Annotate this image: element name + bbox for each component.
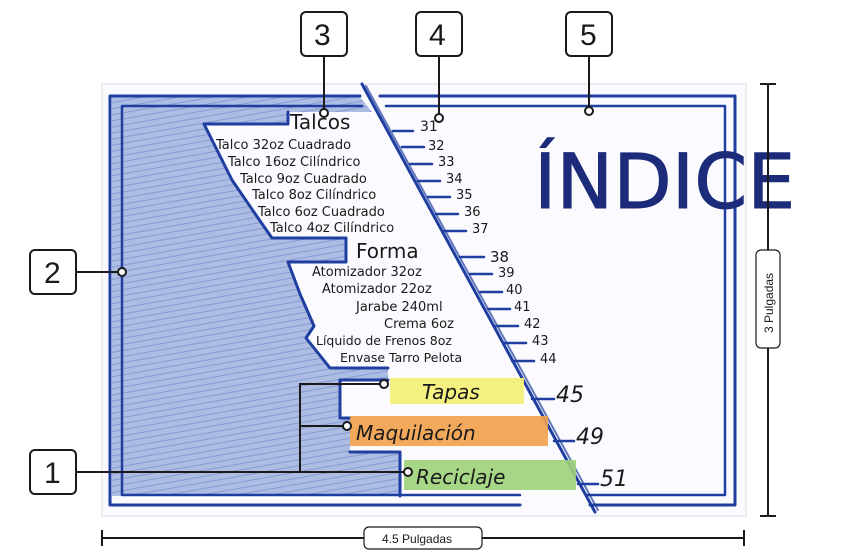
card-border [108,94,737,507]
leader-lines [76,56,590,473]
tab-maquilacion-bg [350,416,548,446]
list-item: Talco 32oz Cuadrado [215,138,351,153]
width-label: 4.5 Pulgadas [382,532,452,546]
list-item: Jarabe 240ml [355,300,443,315]
page-number: 45 [556,383,584,408]
callout-5: 5 [565,11,613,57]
svg-text:1: 1 [44,457,61,490]
page-number: 32 [428,139,445,154]
list-item: Talco 4oz Cilíndrico [269,221,394,236]
list-item: Atomizador 22oz [322,282,432,297]
page-number: 36 [464,205,481,220]
page-number: 31 [420,119,438,135]
page-number: 34 [446,172,463,187]
card-title: ÍNDICE [534,137,795,226]
page-number: 40 [506,283,523,298]
list-item: Talco 9oz Cuadrado [239,172,367,187]
diagonal-edge-inner [365,85,599,511]
page-number: 51 [600,467,628,492]
svg-text:3: 3 [314,19,331,52]
svg-text:4: 4 [429,19,446,52]
leader-dots [117,106,594,477]
tab-label-reciclaje: Reciclaje [416,465,505,489]
page-number: 49 [576,425,604,450]
list-item: Talco 8oz Cilíndrico [251,188,376,203]
callout-2: 2 [29,249,77,295]
page-number: 39 [498,266,515,281]
svg-text:5: 5 [580,19,597,52]
page-number: 35 [456,188,473,203]
height-label: 3 Pulgadas [762,273,776,333]
svg-text:2: 2 [44,257,61,290]
stepped-outline [202,110,402,498]
list-item: Talco 16oz Cilíndrico [227,155,361,170]
callout-3: 3 [300,11,348,57]
list-item: Atomizador 32oz [312,265,422,280]
height-dimension: 3 Pulgadas [755,83,781,517]
section-heading-forma: Forma [356,239,419,263]
list-item: Líquido de Frenos 8oz [316,333,452,348]
list-item: Envase Tarro Pelota [340,350,462,365]
page-ticks [391,129,600,486]
callout-1: 1 [29,449,77,495]
page-number: 43 [532,334,549,349]
page-number: 37 [472,222,489,237]
page-number: 44 [540,352,557,367]
tab-label-maquilacion: Maquilación [356,421,476,445]
page-number: 38 [490,248,509,266]
callout-4: 4 [415,11,463,57]
tab-tapas-bg [390,378,524,404]
page-number: 33 [438,155,455,170]
tab-reciclaje-bg [404,460,576,490]
page-number: 42 [524,317,541,332]
page-number: 41 [514,300,531,315]
shaded-panel [112,97,400,496]
list-item: Crema 6oz [384,317,454,332]
list-item: Talco 6oz Cuadrado [257,205,385,220]
tab-label-tapas: Tapas [422,380,480,404]
width-dimension: 4.5 Pulgadas [101,526,745,550]
